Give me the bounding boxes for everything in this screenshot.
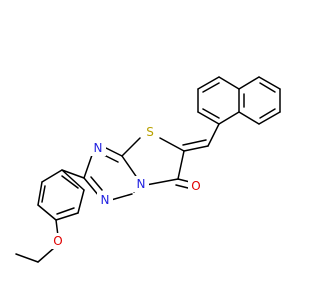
bond [258,111,281,125]
bond [37,247,55,263]
bond [259,82,276,93]
bond [177,150,185,180]
sulfur-label: S [146,125,154,139]
bond [175,184,189,189]
bond [105,147,123,157]
label-mask [142,124,158,140]
bond [197,111,220,125]
label-mask [90,140,106,156]
bond [183,145,209,152]
bond [218,111,240,125]
bond [207,123,220,147]
label-mask [97,192,113,208]
nitrogen-atom-ring-bottom: N [97,192,113,208]
nitrogen-label: N [94,141,103,155]
atom-label-layer: S N N N O O [50,124,204,249]
oxygen-label: O [53,234,62,248]
nitrogen-label: N [137,177,146,191]
bond [218,76,240,90]
bond [61,169,85,191]
bond [110,193,133,201]
bond [77,189,85,214]
bond [145,178,179,186]
oxygen-label: O [191,179,200,193]
molecule-structure-diagram: S N N N O O [15,76,281,263]
label-mask [133,176,149,192]
label-mask [188,178,204,194]
bond [61,175,79,189]
bond [238,111,260,125]
bond [159,137,185,152]
bond [202,108,220,119]
bond [83,154,93,179]
bond [259,108,276,119]
bond [41,169,63,183]
bond [56,207,75,215]
bond [37,204,57,221]
bond [90,176,103,191]
bond [103,154,119,163]
sulfur-atom: S [142,124,158,140]
bond [202,82,220,93]
nitrogen-atom-bridge: N [133,176,149,192]
bond [55,212,79,221]
oxygen-atom-ether: O [50,233,66,249]
oxygen-atom-carbonyl: O [188,178,204,194]
bond [41,185,46,203]
bond [83,177,100,197]
nitrogen-atom-ring-top: N [90,140,106,156]
bond [182,139,207,146]
bond [37,181,43,206]
bond [238,76,260,90]
nitrogen-label: N [101,193,110,207]
bond [15,253,39,263]
bond [258,76,281,90]
bond [121,137,141,157]
label-mask [50,233,66,249]
bond [197,76,220,90]
bond [61,169,85,179]
